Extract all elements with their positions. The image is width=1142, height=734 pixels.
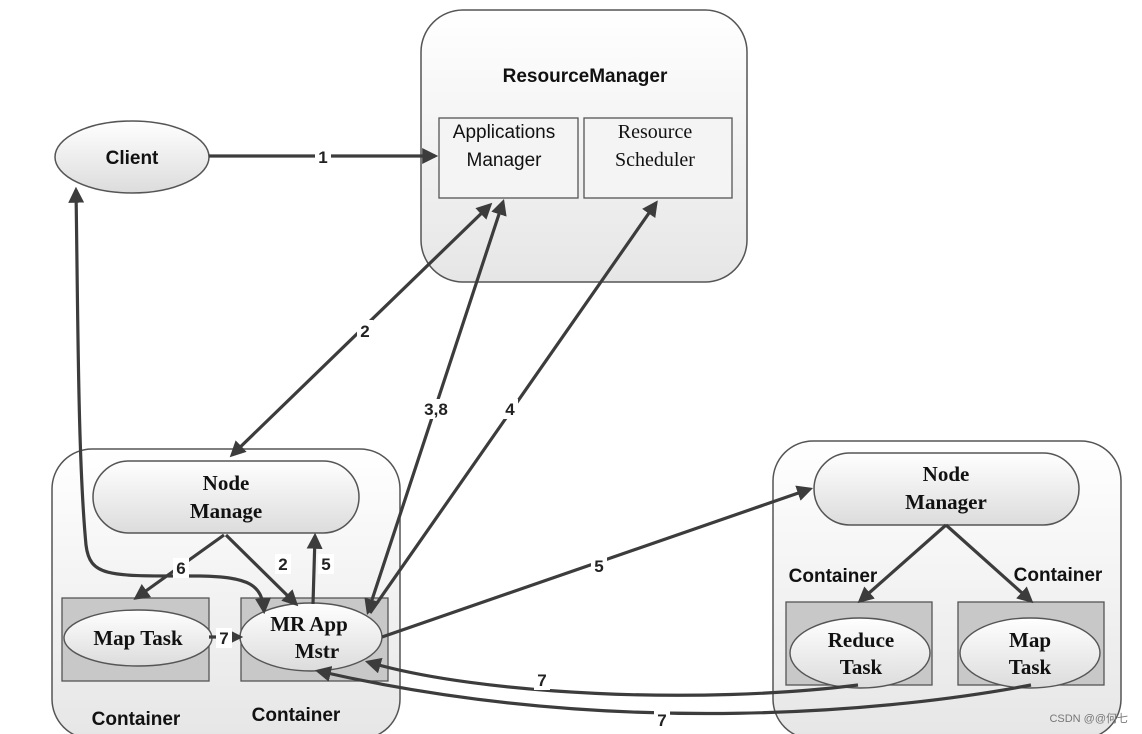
edge-38-label: 3,8 (424, 400, 448, 419)
edge-7-reduce-arrow (364, 657, 859, 697)
mr-app-master-label-2: Mstr (295, 639, 339, 663)
rnm-reduce-arrow (857, 523, 948, 604)
right-container-label-1: Container (789, 566, 878, 587)
edge-5-remote-label: 5 (594, 557, 603, 576)
edge-7-map-arrow (314, 666, 1032, 716)
edge-7-reduce-label: 7 (537, 671, 546, 690)
client-mrapp-arrow (68, 186, 271, 615)
edge-5-local-label: 5 (321, 555, 330, 574)
edge-2-local-label: 2 (278, 555, 287, 574)
client-label: Client (106, 148, 159, 169)
resource-scheduler-box (583, 117, 733, 199)
edge-2-label: 2 (360, 322, 369, 341)
applications-manager-box (438, 117, 579, 199)
applications-manager-label-2: Manager (467, 150, 543, 171)
edge-7-map-label: 7 (657, 711, 666, 730)
resource-manager-title: ResourceManager (503, 66, 668, 87)
right-node-manager-label-1: Node (923, 462, 970, 486)
right-map-task-label-2: Task (1009, 655, 1052, 679)
left-container-label-2: Container (252, 705, 341, 726)
left-container-label-1: Container (92, 709, 181, 730)
left-node-manager-label-1: Node (203, 471, 250, 495)
edge-5-local-arrow (306, 532, 323, 605)
left-node-manager-label-2: Manage (190, 499, 262, 523)
resource-scheduler-label-2: Scheduler (615, 149, 695, 171)
reduce-task (789, 617, 931, 689)
right-map-task-label-1: Map (1009, 628, 1051, 652)
reduce-task-label-2: Task (840, 655, 883, 679)
right-container-label-2: Container (1014, 565, 1103, 586)
edge-6-label: 6 (176, 559, 185, 578)
left-map-task-label: Map Task (93, 626, 183, 650)
reduce-task-label-1: Reduce (828, 628, 895, 652)
edge-2-local-arrow (224, 533, 299, 607)
applications-manager-label-1: Applications (453, 122, 555, 143)
right-map-task (959, 617, 1101, 689)
watermark: CSDN @@何七 (1049, 712, 1128, 725)
rnm-map-arrow (944, 523, 1034, 604)
edge-7-local-label: 7 (219, 629, 228, 648)
mr-app-master-label-1: MR App (270, 612, 348, 636)
edge-4-label: 4 (505, 400, 515, 419)
resource-scheduler-label-1: Resource (618, 121, 693, 143)
edge-1-label: 1 (318, 148, 327, 167)
right-node-manager-label-2: Manager (905, 490, 987, 514)
